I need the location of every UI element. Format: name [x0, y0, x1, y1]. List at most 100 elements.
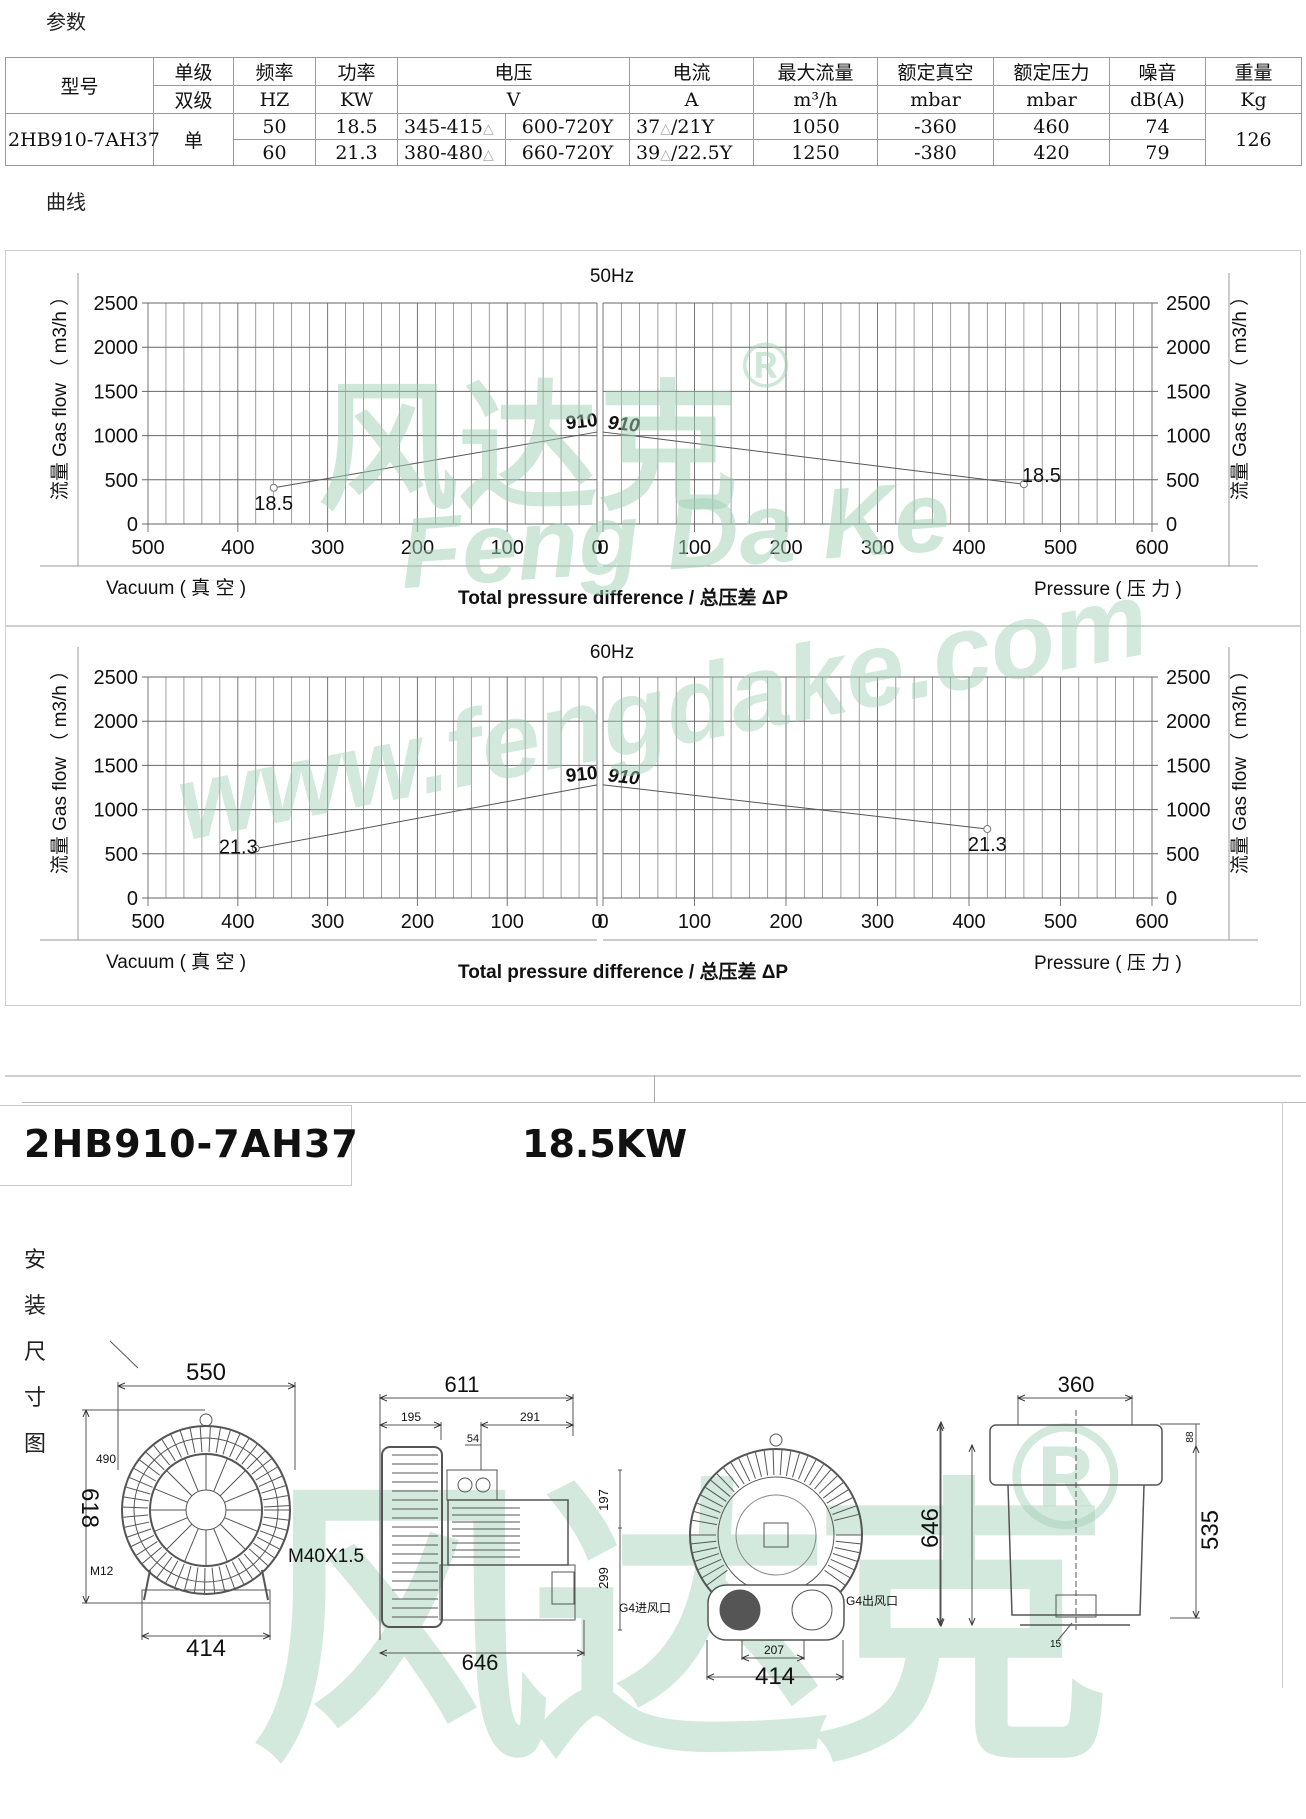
svg-text:Total pressure difference / 总压: Total pressure difference / 总压差 ΔP: [458, 960, 788, 983]
svg-text:0: 0: [597, 537, 608, 559]
svg-text:100: 100: [678, 537, 711, 559]
dim-front-diameter: 490: [96, 1452, 116, 1466]
svg-text:200: 200: [769, 911, 802, 933]
svg-text:200: 200: [401, 911, 434, 933]
rear-view: [690, 1422, 941, 1680]
svg-text:100: 100: [678, 911, 711, 933]
svg-text:500: 500: [131, 537, 164, 559]
svg-text:200: 200: [769, 537, 802, 559]
dim-side-motor: 291: [520, 1410, 540, 1424]
svg-text:500: 500: [1166, 470, 1199, 492]
svg-text:流量 Gas flow （ m3/h ）: 流量 Gas flow （ m3/h ）: [49, 661, 71, 874]
svg-text:500: 500: [1044, 911, 1077, 933]
svg-text:500: 500: [131, 911, 164, 933]
svg-text:21.3: 21.3: [968, 834, 1007, 856]
dim-front-thread: M40X1.5: [288, 1546, 364, 1567]
divider-tick: [654, 1075, 655, 1103]
dim-top-height: 535: [1197, 1510, 1224, 1550]
svg-text:2500: 2500: [1166, 293, 1211, 315]
dim-rear-port-spacing: 207: [764, 1643, 784, 1657]
svg-text:流量 Gas flow （ m3/h ）: 流量 Gas flow （ m3/h ）: [1229, 287, 1251, 500]
svg-text:400: 400: [952, 911, 985, 933]
svg-text:100: 100: [491, 537, 524, 559]
svg-text:Vacuum ( 真 空 ): Vacuum ( 真 空 ): [106, 951, 246, 973]
dim-rear-height: 646: [917, 1508, 944, 1548]
svg-text:50Hz: 50Hz: [590, 266, 634, 287]
svg-text:2000: 2000: [1166, 711, 1211, 733]
dim-side-length: 611: [444, 1372, 479, 1397]
svg-text:500: 500: [1044, 537, 1077, 559]
svg-text:910: 910: [565, 763, 599, 787]
svg-text:500: 500: [105, 470, 138, 492]
dim-top-width: 360: [1058, 1372, 1095, 1397]
dim-side-terminal: 54: [467, 1433, 479, 1445]
installation-drawing: 550 618 490 M12 414 M40X1.5 611 195 291 …: [0, 1340, 1306, 1700]
svg-text:18.5: 18.5: [1022, 465, 1061, 487]
svg-text:0: 0: [1166, 514, 1177, 536]
svg-text:0: 0: [597, 911, 608, 933]
drawing-model-name: 2HB910-7AH37: [24, 1122, 359, 1166]
dim-side-base: 646: [462, 1650, 499, 1675]
svg-text:流量 Gas flow （ m3/h ）: 流量 Gas flow （ m3/h ）: [1229, 661, 1251, 874]
drawing-top-line: [22, 1102, 1306, 1103]
svg-text:2500: 2500: [94, 667, 139, 689]
svg-text:0: 0: [1166, 888, 1177, 910]
svg-text:400: 400: [952, 537, 985, 559]
svg-text:300: 300: [311, 537, 344, 559]
svg-text:2500: 2500: [1166, 667, 1211, 689]
inlet-label: G4进风口: [619, 1601, 671, 1615]
svg-text:1000: 1000: [1166, 800, 1211, 822]
svg-text:2000: 2000: [1166, 337, 1211, 359]
svg-text:2500: 2500: [94, 293, 139, 315]
outlet-label: G4出风口: [846, 1594, 898, 1608]
svg-text:910: 910: [565, 410, 599, 434]
dim-rear-base: 414: [755, 1663, 795, 1690]
svg-text:1500: 1500: [94, 381, 139, 403]
dim-front-width: 550: [186, 1359, 226, 1386]
svg-text:600: 600: [1135, 911, 1168, 933]
drawing-power: 18.5KW: [522, 1122, 687, 1166]
svg-text:300: 300: [311, 911, 344, 933]
svg-text:流量 Gas flow （ m3/h ）: 流量 Gas flow （ m3/h ）: [49, 287, 71, 500]
dim-side-housing: 195: [401, 1410, 421, 1424]
svg-text:200: 200: [401, 537, 434, 559]
dim-side-upper: 197: [596, 1489, 611, 1511]
dim-front-base: 414: [186, 1635, 226, 1662]
svg-text:400: 400: [221, 537, 254, 559]
svg-text:1000: 1000: [94, 426, 139, 448]
svg-text:600: 600: [1135, 537, 1168, 559]
svg-text:500: 500: [1166, 844, 1199, 866]
svg-text:1000: 1000: [1166, 426, 1211, 448]
svg-text:Total pressure difference / 总压: Total pressure difference / 总压差 ΔP: [458, 586, 788, 609]
svg-text:1500: 1500: [1166, 381, 1211, 403]
svg-text:0: 0: [127, 888, 138, 910]
svg-text:2000: 2000: [94, 337, 139, 359]
svg-text:1500: 1500: [1166, 755, 1211, 777]
side-view: [380, 1394, 622, 1656]
dim-front-bolt: M12: [90, 1564, 114, 1578]
svg-text:910: 910: [607, 413, 641, 437]
svg-text:0: 0: [127, 514, 138, 536]
svg-text:18.5: 18.5: [254, 493, 293, 515]
dim-side-lower: 299: [596, 1567, 611, 1589]
divider-line: [5, 1075, 1301, 1077]
dim-top-offset: 88: [1185, 1431, 1196, 1443]
svg-text:400: 400: [221, 911, 254, 933]
svg-text:910: 910: [607, 765, 641, 789]
svg-text:100: 100: [491, 911, 524, 933]
dim-front-height: 618: [76, 1488, 103, 1528]
svg-text:500: 500: [105, 844, 138, 866]
svg-text:1500: 1500: [94, 755, 139, 777]
svg-text:Vacuum ( 真 空 ): Vacuum ( 真 空 ): [106, 577, 246, 599]
svg-text:1000: 1000: [94, 800, 139, 822]
svg-text:Pressure ( 压 力 ): Pressure ( 压 力 ): [1034, 578, 1182, 600]
svg-text:60Hz: 60Hz: [590, 642, 634, 663]
svg-text:300: 300: [861, 911, 894, 933]
svg-text:21.3: 21.3: [219, 836, 258, 858]
svg-text:Pressure ( 压 力 ): Pressure ( 压 力 ): [1034, 952, 1182, 974]
top-view: [940, 1395, 1200, 1640]
svg-text:2000: 2000: [94, 711, 139, 733]
